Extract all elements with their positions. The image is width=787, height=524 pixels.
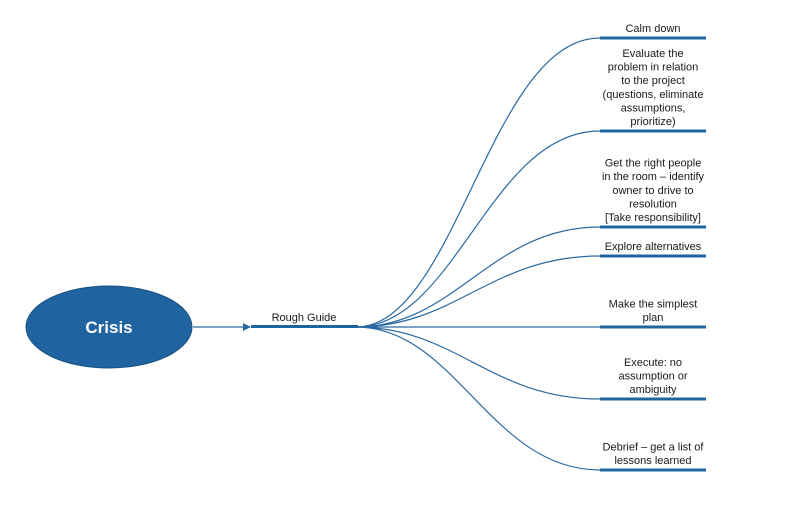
root-ellipse bbox=[25, 285, 193, 369]
branch-underline bbox=[600, 468, 706, 472]
branch-label-line: lessons learned bbox=[614, 455, 691, 467]
branch-label-line: Debrief – get a list of bbox=[603, 441, 705, 453]
connector-6 bbox=[355, 326, 601, 400]
branch-label: Debrief – get a list of lessons learned bbox=[603, 441, 705, 467]
branch-label-line: resolution bbox=[629, 198, 677, 210]
branch-node-4[interactable]: Explore alternatives bbox=[600, 241, 706, 258]
branch-underline bbox=[600, 325, 706, 329]
root-label: Crisis bbox=[85, 318, 132, 337]
connector-2 bbox=[355, 130, 601, 328]
branch-underline bbox=[600, 397, 706, 401]
branch-label-line: Evaluate the bbox=[622, 48, 683, 60]
branch-label-line: Calm down bbox=[625, 23, 680, 35]
branch-label-line: (questions, eliminate bbox=[603, 89, 704, 101]
branch-label-line: plan bbox=[643, 312, 664, 324]
branch-connectors bbox=[355, 37, 601, 471]
branch-label-line: Execute: no bbox=[624, 357, 682, 369]
branch-label-line: problem in relation bbox=[608, 62, 699, 74]
branch-label-line: prioritize) bbox=[630, 116, 675, 128]
branch-node-7[interactable]: Debrief – get a list of lessons learned bbox=[600, 441, 706, 472]
branch-underline bbox=[600, 129, 706, 133]
branch-label-line: in the room – identify bbox=[602, 171, 705, 183]
rough-guide-node[interactable]: Rough Guide bbox=[251, 312, 358, 328]
connector-7 bbox=[355, 326, 601, 471]
branch-label-line: Get the right people bbox=[605, 158, 702, 170]
branch-label-line: Make the simplest bbox=[609, 298, 698, 310]
rough-guide-label: Rough Guide bbox=[272, 312, 337, 324]
branch-label-line: owner to drive to bbox=[612, 185, 693, 197]
rough-guide-underline bbox=[251, 325, 358, 328]
branch-label-line: assumption or bbox=[618, 370, 687, 382]
branch-label: Calm down bbox=[625, 23, 680, 35]
branch-label: Make the simplest plan bbox=[609, 298, 698, 324]
connector-4 bbox=[355, 255, 601, 328]
branch-underline bbox=[600, 225, 706, 229]
branch-label-line: assumptions, bbox=[621, 102, 686, 114]
branch-underline bbox=[600, 254, 706, 258]
branch-label: Explore alternatives bbox=[605, 241, 702, 253]
connector-3 bbox=[355, 226, 601, 328]
branch-label-line: [Take responsibility] bbox=[605, 212, 701, 224]
branch-label-line: Explore alternatives bbox=[605, 241, 702, 253]
root-node[interactable]: Crisis bbox=[25, 285, 193, 369]
branch-node-1[interactable]: Calm down bbox=[600, 23, 706, 40]
branch-label-line: ambiguity bbox=[629, 384, 677, 396]
connector-1 bbox=[355, 37, 601, 328]
branch-label-line: to the project bbox=[621, 75, 685, 87]
branch-underline bbox=[600, 36, 706, 40]
branch-node-5[interactable]: Make the simplest plan bbox=[600, 298, 706, 329]
